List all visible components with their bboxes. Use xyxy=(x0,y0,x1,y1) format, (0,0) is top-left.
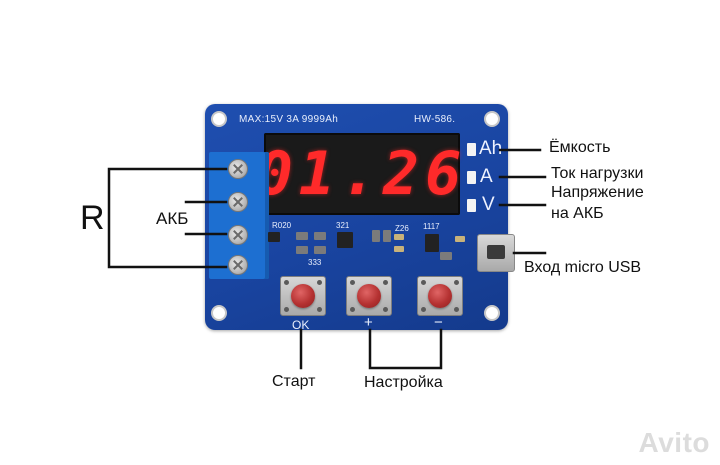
unit-label-ah: Ah xyxy=(479,138,503,159)
terminal-screw-2 xyxy=(228,192,248,212)
ok-mark: OK xyxy=(292,318,310,332)
battery-label: АКБ xyxy=(156,209,189,228)
component-capacitor-6 xyxy=(383,230,391,242)
battery-voltage-label-line2: на АКБ xyxy=(551,205,604,222)
plus-button-pin xyxy=(383,307,388,312)
component-resistor-1 xyxy=(394,234,404,240)
ok-button[interactable] xyxy=(280,276,326,316)
component-capacitor-2 xyxy=(314,232,326,240)
component-chip-3 xyxy=(268,232,280,242)
battery-voltage-label-line1: Напряжение xyxy=(551,184,644,201)
silk-label-321: 321 xyxy=(336,221,350,230)
usb-socket xyxy=(487,245,505,259)
component-chip-1 xyxy=(337,232,353,248)
unit-label-a: A xyxy=(480,166,493,187)
unit-led-a xyxy=(467,171,476,184)
terminal-screw-1 xyxy=(228,159,248,179)
resistor-label: R xyxy=(80,199,105,237)
silk-label-333: 333 xyxy=(308,258,322,267)
micro-usb-port xyxy=(477,234,515,272)
terminal-screw-4 xyxy=(228,255,248,275)
unit-led-v xyxy=(467,199,476,212)
minus-button-pin xyxy=(454,307,459,312)
led-display: 01.26 xyxy=(256,133,468,215)
usb-input-label: Вход micro USB xyxy=(524,259,642,276)
ok-button-pin xyxy=(284,280,289,285)
plus-button[interactable] xyxy=(346,276,392,316)
silk-label-1117: 1117 xyxy=(423,222,440,231)
minus-button-cap xyxy=(428,284,452,308)
minus-button-pin xyxy=(454,280,459,285)
settings-label: Настройка xyxy=(364,374,443,391)
component-capacitor-7 xyxy=(440,252,452,260)
ok-button-pin xyxy=(284,307,289,312)
settings-bracket xyxy=(368,328,443,370)
max-rating-text: MAX:15V 3A 9999Ah xyxy=(239,114,339,125)
ok-button-pin xyxy=(317,280,322,285)
silk-label-r020: R020 xyxy=(272,221,292,230)
component-resistor-2 xyxy=(394,246,404,252)
component-capacitor-4 xyxy=(314,246,326,254)
load-current-label: Ток нагрузки xyxy=(551,165,644,182)
component-capacitor-3 xyxy=(296,246,308,254)
mounting-hole-bottom-right xyxy=(484,305,500,321)
display-reading: 01.26 xyxy=(256,139,468,209)
component-capacitor-1 xyxy=(296,232,308,240)
capacity-label: Ёмкость xyxy=(549,139,611,156)
unit-label-v: V xyxy=(482,194,495,215)
plus-button-pin xyxy=(350,307,355,312)
plus-mark: + xyxy=(364,314,373,331)
component-resistor-3 xyxy=(455,236,465,242)
terminal-screw-3 xyxy=(228,225,248,245)
start-label: Старт xyxy=(272,373,316,390)
minus-mark: − xyxy=(434,314,443,331)
minus-button-pin xyxy=(421,280,426,285)
component-capacitor-5 xyxy=(372,230,380,242)
plus-button-pin xyxy=(350,280,355,285)
plus-button-pin xyxy=(383,280,388,285)
mounting-hole-top-right xyxy=(484,111,500,127)
mounting-hole-top-left xyxy=(211,111,227,127)
minus-button-pin xyxy=(421,307,426,312)
unit-led-ah xyxy=(467,143,476,156)
watermark-logo: Avito xyxy=(638,427,710,458)
mounting-hole-bottom-left xyxy=(211,305,227,321)
plus-button-cap xyxy=(357,284,381,308)
minus-button[interactable] xyxy=(417,276,463,316)
silk-label-z26: Z26 xyxy=(395,224,409,233)
component-chip-2 xyxy=(425,234,439,252)
ok-button-cap xyxy=(291,284,315,308)
model-text: HW-586. xyxy=(414,114,456,125)
ok-button-pin xyxy=(317,307,322,312)
